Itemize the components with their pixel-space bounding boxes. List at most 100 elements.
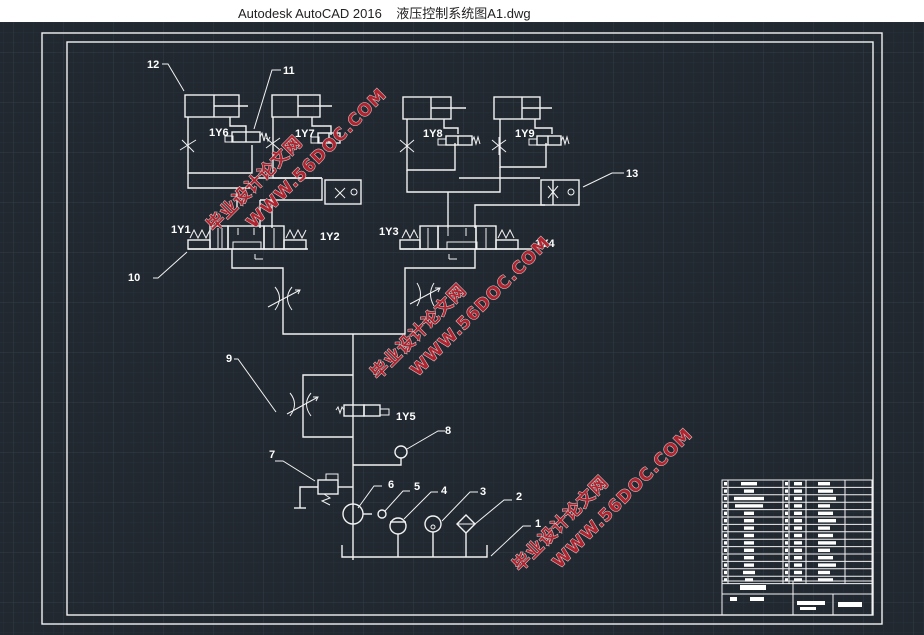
table-cell-text [794, 482, 802, 486]
label-1: 1 [535, 518, 541, 530]
motor-5[interactable] [377, 509, 387, 519]
solenoid-label-1y6: 1Y6 [209, 127, 229, 139]
label-6: 6 [388, 479, 394, 491]
solenoid-label-1y2: 1Y2 [320, 231, 340, 243]
directional-valve-right[interactable] [399, 225, 532, 250]
cylinder-3[interactable] [402, 96, 466, 120]
table-cell-text [818, 504, 830, 508]
pump-6[interactable] [342, 503, 372, 525]
flow-control-valve-right[interactable] [409, 282, 441, 307]
table-cell-text [744, 511, 754, 515]
table-cell-text [724, 548, 727, 552]
solenoid-valve-1y5[interactable] [335, 404, 390, 417]
solenoid-label-1y4: 1Y4 [535, 238, 555, 250]
table-cell-text [743, 570, 755, 575]
filter-2[interactable] [456, 514, 476, 557]
table-cell-text [785, 519, 788, 523]
table-cell-text [744, 489, 754, 493]
label-3: 3 [480, 486, 486, 498]
table-cell-text [724, 541, 727, 545]
table-cell-text [794, 489, 802, 493]
table-cell-text [818, 511, 833, 515]
table-cell-text [724, 578, 727, 582]
window-titlebar: Autodesk AutoCAD 2016 液压控制系统图A1.dwg [0, 0, 924, 22]
table-cell-text [741, 482, 757, 486]
solenoid-label-1y3: 1Y3 [379, 226, 399, 238]
table-cell-text [818, 578, 833, 582]
drawing-canvas[interactable]: 12 11 13 10 9 8 7 6 5 4 3 2 1 1Y6 1Y7 1Y… [0, 22, 924, 635]
table-cell-text [785, 578, 788, 582]
throttle-symbol-4 [491, 137, 507, 155]
grid-major [0, 22, 924, 635]
solenoid-valve-1y7[interactable] [310, 132, 341, 144]
table-cell-text [794, 541, 802, 545]
cad-drawing[interactable]: 12 11 13 10 9 8 7 6 5 4 3 2 1 1Y6 1Y7 1Y… [0, 22, 924, 635]
table-cell-text [794, 496, 802, 501]
table-cell-text [794, 511, 802, 515]
table-cell-text [818, 548, 830, 552]
table-cell-text [818, 526, 830, 530]
table-cell-text [785, 482, 788, 486]
table-cell-text [785, 526, 788, 530]
label-4: 4 [441, 485, 448, 497]
table-cell-text [724, 504, 727, 508]
label-11: 11 [283, 65, 295, 77]
table-cell-text [794, 556, 802, 560]
solenoid-valve-1y6[interactable] [224, 131, 271, 143]
oil-tank-1[interactable] [341, 545, 488, 558]
title-block[interactable] [721, 479, 873, 616]
table-cell-text [794, 563, 802, 567]
table-cell-text [724, 533, 727, 538]
table-cell-text [735, 504, 763, 508]
throttle-symbol-3 [399, 137, 415, 155]
window-title: Autodesk AutoCAD 2016 液压控制系统图A1.dwg [238, 6, 531, 21]
solenoid-valve-1y8[interactable] [437, 135, 481, 146]
table-cell-text [724, 511, 727, 515]
label-9: 9 [226, 353, 232, 365]
table-cell-text [745, 578, 753, 582]
solenoid-valve-1y9[interactable] [528, 135, 570, 146]
solenoid-label-1y8: 1Y8 [423, 128, 443, 140]
table-cell-text [744, 519, 754, 523]
table-cell-text [785, 489, 788, 493]
table-cell-text [744, 541, 754, 545]
table-cell-text [794, 533, 802, 538]
table-cell-text [785, 541, 788, 545]
table-cell-text [785, 563, 788, 567]
cylinder-1[interactable] [184, 94, 248, 118]
table-cell-text [724, 489, 727, 493]
table-cell-text [785, 504, 788, 508]
table-cell-text [724, 482, 727, 486]
table-cell-text [744, 548, 754, 552]
outer-border [41, 32, 883, 625]
table-cell-text [724, 556, 727, 560]
throttle-check-valve-left[interactable] [324, 179, 362, 205]
speed-control-9[interactable] [286, 374, 353, 438]
label-13: 13 [626, 168, 638, 180]
table-cell-text [794, 519, 802, 523]
table-cell-text [794, 504, 802, 508]
cylinder-4[interactable] [493, 96, 552, 120]
table-cell-text [818, 563, 836, 567]
table-cell-text [818, 519, 836, 523]
cylinder-2[interactable] [271, 94, 332, 118]
label-10: 10 [128, 272, 140, 284]
pressure-gauge-upper[interactable] [353, 445, 408, 466]
throttle-check-valve-right-13[interactable] [540, 179, 580, 206]
solenoid-label-1y5: 1Y5 [396, 411, 416, 423]
label-7: 7 [269, 449, 275, 461]
table-cell-text [724, 570, 727, 575]
upper-right-circuit [406, 119, 553, 228]
directional-valve-left[interactable] [187, 225, 308, 250]
pressure-gauge-3[interactable] [424, 515, 442, 557]
table-cell-text [785, 556, 788, 560]
table-cell-text [785, 533, 788, 538]
accumulator-4[interactable] [389, 517, 407, 557]
table-cell-text [818, 533, 833, 538]
relief-valve-7[interactable] [294, 473, 353, 509]
table-cell-text [724, 563, 727, 567]
table-cell-text [744, 526, 754, 530]
table-cell-text [794, 578, 802, 582]
table-cell-text [794, 570, 802, 575]
flow-control-valve-left[interactable] [267, 286, 301, 311]
